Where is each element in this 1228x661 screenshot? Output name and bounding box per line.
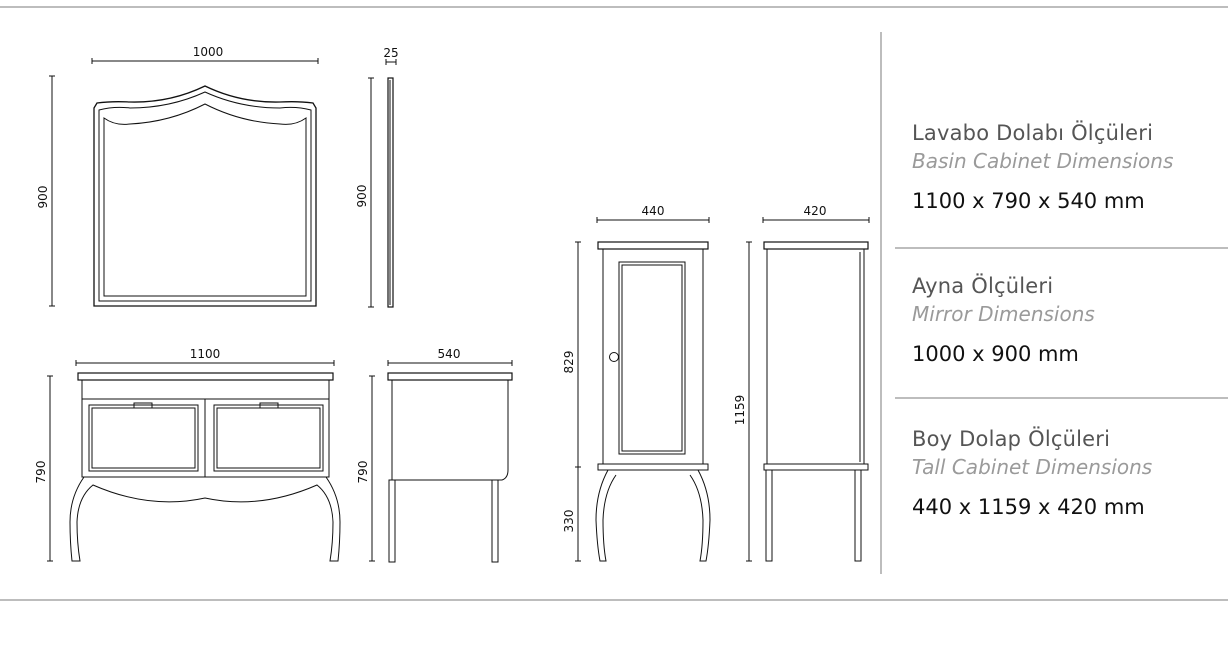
mirror-depth-dimension: [385, 59, 397, 65]
tall-cabinet-title-en: Tall Cabinet Dimensions: [912, 455, 1153, 479]
tall-body-height-label: 829: [562, 351, 576, 374]
mirror-height-dimension: [49, 75, 55, 307]
basin-depth-dimension: [387, 360, 513, 366]
spec-divider-2: [895, 397, 1228, 399]
basin-cabinet-size: 1100 x 790 x 540 mm: [912, 189, 1145, 213]
mirror-side-height-label: 900: [355, 185, 369, 208]
basin-cabinet-side-view: [387, 372, 513, 563]
basin-height-label: 790: [34, 461, 48, 484]
tall-cabinet-title-tr: Boy Dolap Ölçüleri: [912, 427, 1111, 451]
tall-width-dimension: [596, 217, 710, 223]
bottom-rule: [0, 599, 1228, 601]
tall-total-height-dimension: [746, 241, 752, 562]
basin-depth-label: 540: [438, 347, 461, 361]
tall-cabinet-size: 440 x 1159 x 420 mm: [912, 495, 1145, 519]
basin-cabinet-title-en: Basin Cabinet Dimensions: [912, 149, 1174, 173]
basin-cabinet-title-tr: Lavabo Dolabı Ölçüleri: [912, 121, 1154, 145]
tall-cabinet-side-view: [763, 241, 869, 562]
tall-total-height-label: 1159: [733, 395, 747, 426]
technical-drawing: 1000 25 900 900 1100 540 790 790 440 420…: [34, 45, 870, 563]
spec-divider-1: [895, 247, 1228, 249]
tall-width-label: 440: [642, 204, 665, 218]
tall-depth-label: 420: [804, 204, 827, 218]
basin-cabinet-spec: Lavabo Dolabı Ölçüleri Basin Cabinet Dim…: [912, 119, 1212, 215]
tall-cabinet-spec: Boy Dolap Ölçüleri Tall Cabinet Dimensio…: [912, 425, 1212, 521]
mirror-width-dimension: [91, 58, 319, 64]
basin-side-height-dimension: [369, 375, 375, 562]
basin-width-label: 1100: [190, 347, 221, 361]
basin-side-height-label: 790: [356, 461, 370, 484]
top-rule: [0, 6, 1228, 8]
tall-depth-dimension: [762, 217, 870, 223]
mirror-width-label: 1000: [193, 45, 224, 59]
mirror-spec: Ayna Ölçüleri Mirror Dimensions 1000 x 9…: [912, 272, 1212, 368]
mirror-title-tr: Ayna Ölçüleri: [912, 274, 1054, 298]
basin-cabinet-front-view: [69, 372, 341, 562]
tall-cabinet-front-view: [595, 241, 711, 562]
mirror-title-en: Mirror Dimensions: [912, 302, 1095, 326]
tall-height-split-dimension: [575, 241, 581, 562]
mirror-size: 1000 x 900 mm: [912, 342, 1079, 366]
mirror-height-label: 900: [36, 186, 50, 209]
mirror-front-view: [93, 85, 317, 307]
basin-width-dimension: [75, 360, 335, 366]
tall-leg-height-label: 330: [562, 510, 576, 533]
mirror-side-view: [387, 77, 394, 308]
basin-height-dimension: [47, 375, 53, 562]
vertical-divider: [880, 32, 882, 574]
mirror-depth-label: 25: [383, 46, 398, 60]
mirror-side-height-dimension: [368, 77, 374, 308]
